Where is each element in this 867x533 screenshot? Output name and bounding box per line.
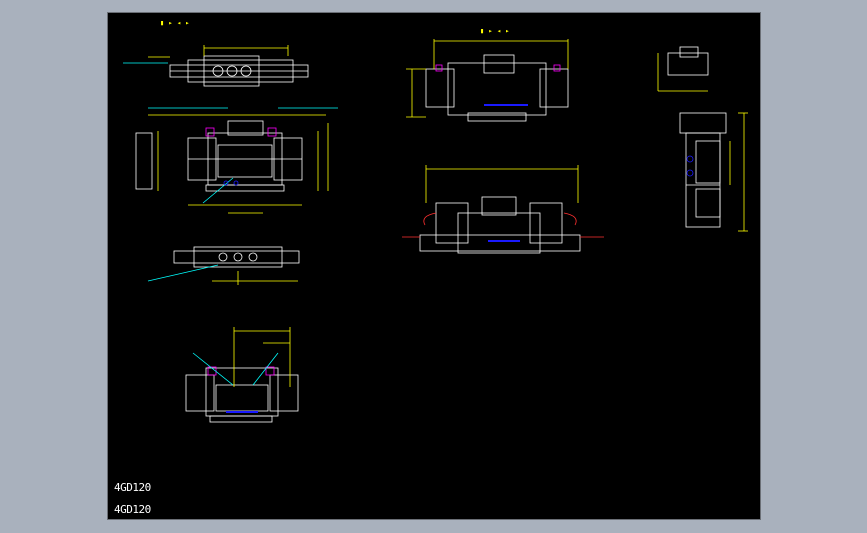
model-label: 4GD120 [114, 503, 151, 516]
top-view [123, 45, 309, 87]
side-view-right [657, 46, 748, 232]
view-title-top-center: ▮ ▸ ◂ ▸ [480, 27, 510, 35]
front-view-lower [185, 327, 299, 423]
drawing-canvas[interactable]: ▮ ▸ ◂ ▸ ▮ ▸ ◂ ▸ 4GD120 4GD120 [107, 12, 761, 520]
front-view-top-center [406, 39, 569, 122]
front-view-wired [402, 165, 604, 254]
cad-drawing [123, 39, 748, 423]
front-view-left [135, 107, 338, 214]
model-label: 4GD120 [114, 481, 151, 494]
bottom-view [147, 246, 300, 285]
view-title-top-left: ▮ ▸ ◂ ▸ [160, 19, 190, 27]
